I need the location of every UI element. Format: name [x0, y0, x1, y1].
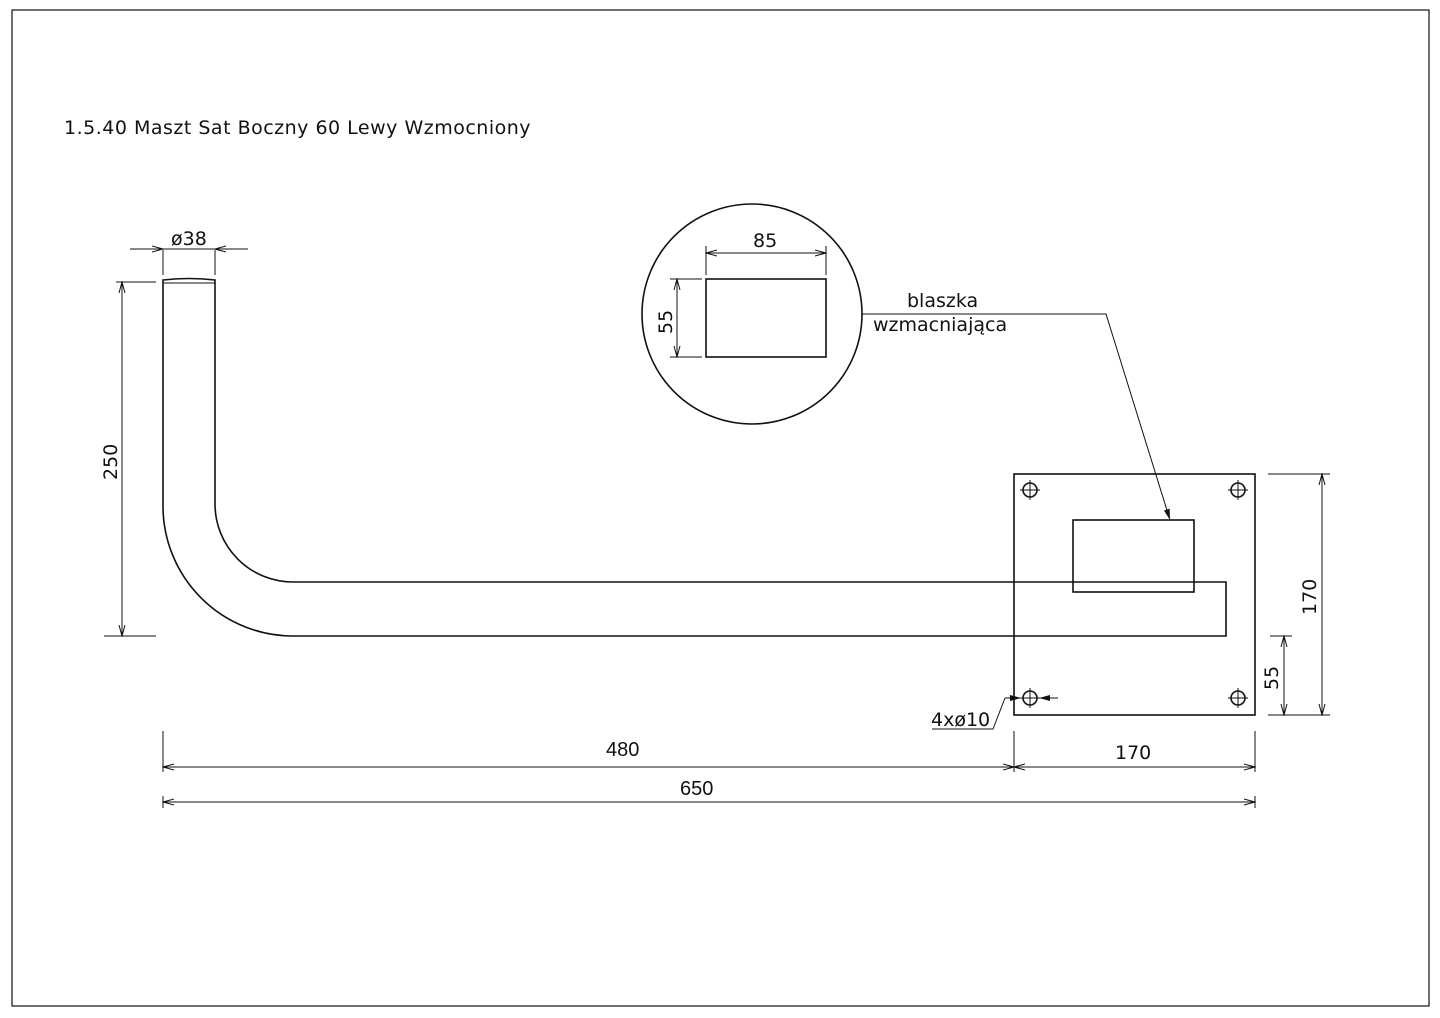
reinforcement-plate: [1072, 519, 1195, 593]
dim-plate-height: 170: [1268, 474, 1330, 715]
dim-label-length-to-plate: 480: [606, 739, 639, 761]
dim-total-length: 650: [163, 778, 1255, 808]
dim-label-plate-width: 170: [1115, 742, 1151, 764]
dim-pipe-offset: 55: [1261, 636, 1292, 715]
hole-bottom-right: [1228, 688, 1248, 708]
detail-plate: [705, 278, 827, 358]
holes-label: 4xø10: [931, 709, 990, 731]
holes-callout: 4xø10: [931, 695, 1058, 731]
callout-line2: wzmacniająca: [873, 314, 1007, 336]
drawing-title: 1.5.40 Maszt Sat Boczny 60 Lewy Wzmocnio…: [64, 117, 531, 139]
detail-label-height: 55: [655, 310, 677, 334]
reinforcement-callout: blaszka wzmacniająca: [862, 290, 1171, 521]
dim-label-pipe-offset: 55: [1261, 666, 1283, 690]
mounting-plate: [1013, 473, 1256, 716]
detail-view: 85 55: [641, 203, 863, 425]
hole-bottom-left: [1020, 688, 1040, 708]
dim-label-total-length: 650: [680, 778, 713, 800]
dim-length-to-plate: 480: [163, 731, 1014, 772]
callout-line1: blaszka: [907, 290, 978, 312]
dim-label-pipe-diameter: ø38: [171, 228, 207, 250]
hole-top-right: [1228, 480, 1248, 500]
dim-pipe-diameter: ø38: [130, 228, 248, 275]
dim-label-height: 250: [100, 444, 122, 480]
dim-height: 250: [100, 282, 156, 636]
dim-plate-width: 170: [1014, 731, 1255, 772]
dim-label-plate-height: 170: [1299, 579, 1321, 615]
pipe: [162, 277, 1227, 637]
detail-label-width: 85: [753, 230, 777, 252]
hole-top-left: [1020, 480, 1040, 500]
sheet-border: [11, 9, 1430, 1007]
